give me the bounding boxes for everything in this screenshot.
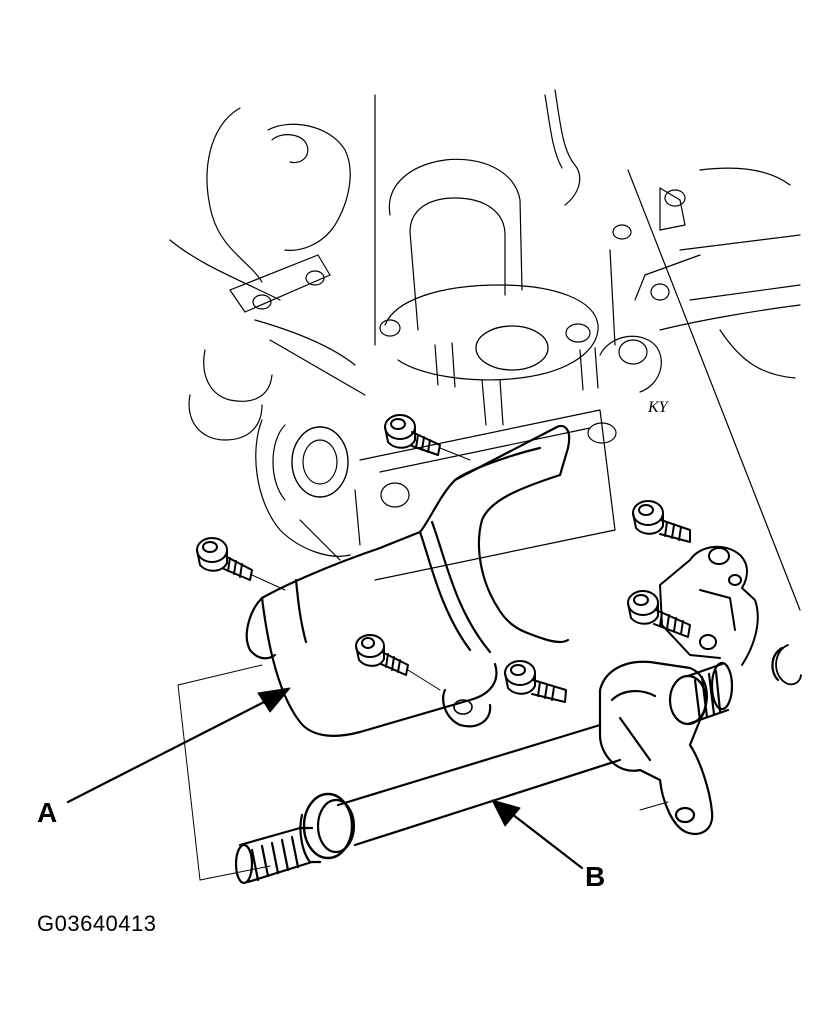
- bolt-left: [197, 538, 285, 590]
- callout-label-b: B: [585, 861, 606, 892]
- heat-shield-cover: [247, 426, 569, 736]
- mounting-bracket: [660, 547, 758, 665]
- bolt-lower-center: [505, 661, 566, 702]
- callout-label-a: A: [37, 797, 58, 828]
- bolt-right-lower: [628, 591, 690, 637]
- callout-arrow-a: [68, 688, 290, 802]
- svg-text:KY: KY: [647, 399, 670, 416]
- engine-block-outline: KY: [170, 90, 800, 610]
- callout-arrow-b: [492, 800, 582, 868]
- figure-id: G03640413: [37, 911, 157, 936]
- bolt-upper-center: [385, 415, 470, 460]
- reference-lines: [178, 665, 668, 880]
- bolt-lower-left: [356, 635, 440, 690]
- bolt-right-upper: [633, 501, 690, 542]
- intermediate-shaft: [236, 645, 801, 883]
